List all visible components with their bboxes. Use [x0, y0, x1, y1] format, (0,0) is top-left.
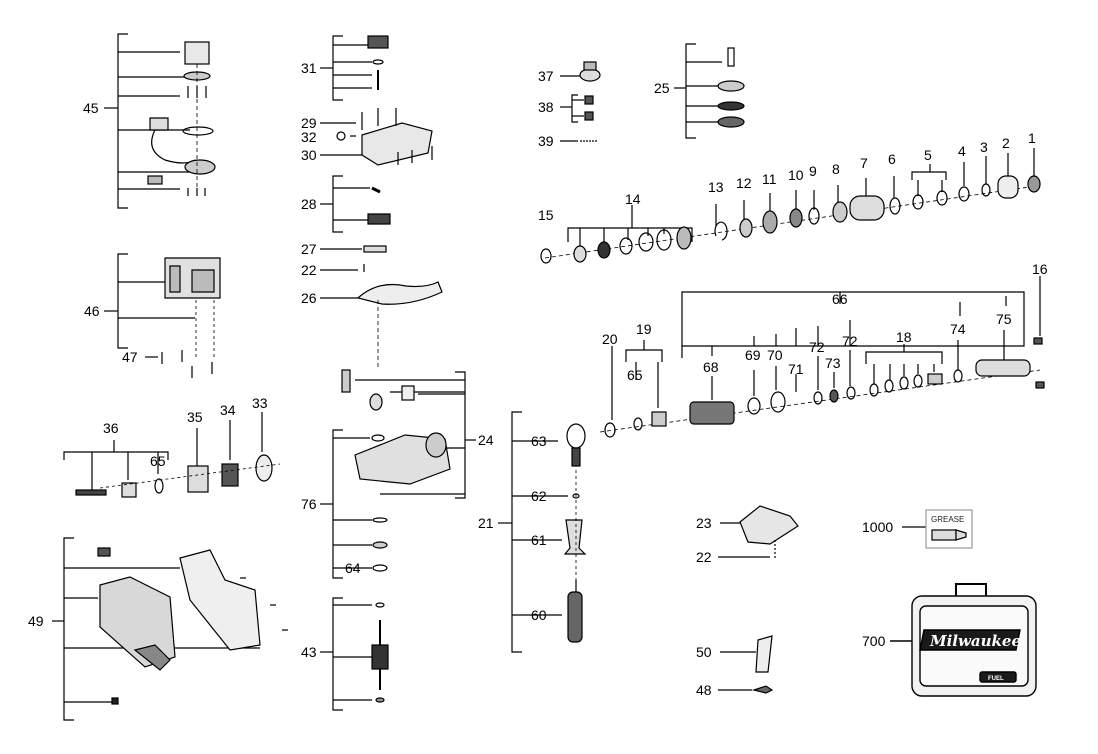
callout-76: 76	[301, 496, 317, 512]
callout-1: 1	[1028, 130, 1036, 146]
callout-14: 14	[625, 191, 641, 207]
grease-pack	[902, 509, 973, 549]
callout-35: 35	[187, 409, 203, 425]
callout-23: 23	[696, 515, 712, 531]
callout-69: 69	[745, 347, 761, 363]
carry-case	[890, 583, 1037, 697]
assembly-46	[104, 253, 221, 378]
callout-38: 38	[538, 99, 554, 115]
callout-68: 68	[703, 359, 719, 375]
callout-72b: 72	[842, 333, 858, 349]
callout-36: 36	[103, 420, 119, 436]
parts-27-22-26	[320, 245, 443, 370]
callout-66: 66	[832, 291, 848, 307]
callout-8: 8	[832, 161, 840, 177]
callout-22a: 22	[301, 262, 317, 278]
callout-39: 39	[538, 133, 554, 149]
callout-71: 71	[788, 361, 804, 377]
parts-37-38-39	[560, 61, 601, 142]
callout-7: 7	[860, 155, 868, 171]
case-fuel-badge: FUEL	[988, 676, 1004, 682]
callout-75: 75	[996, 311, 1012, 327]
assembly-28	[320, 175, 391, 233]
callout-19: 19	[636, 321, 652, 337]
parts-50-48	[718, 635, 774, 694]
grease-label: GREASE	[931, 515, 964, 524]
callout-700: 700	[862, 633, 886, 649]
callout-4: 4	[958, 143, 966, 159]
callout-16: 16	[1032, 261, 1048, 277]
callout-28: 28	[301, 196, 317, 212]
callout-12: 12	[736, 175, 752, 191]
callout-18: 18	[896, 329, 912, 345]
assembly-43	[320, 597, 389, 711]
callout-70: 70	[767, 347, 783, 363]
assembly-29-30-32	[320, 108, 433, 166]
callout-10: 10	[788, 167, 804, 183]
callout-63: 63	[531, 433, 547, 449]
case-brand-logo: Milwaukee	[929, 632, 1021, 650]
assembly-31	[320, 35, 389, 101]
callout-32: 32	[301, 129, 317, 145]
parts-23-22	[718, 505, 799, 560]
callout-43: 43	[301, 644, 317, 660]
assembly-66	[599, 276, 1045, 438]
assembly-24	[341, 369, 476, 499]
callout-61: 61	[531, 532, 547, 548]
callout-29: 29	[301, 115, 317, 131]
callout-72a: 72	[809, 339, 825, 355]
callout-50: 50	[696, 644, 712, 660]
assembly-25	[674, 43, 745, 139]
callout-5: 5	[924, 147, 932, 163]
callout-11: 11	[762, 171, 777, 187]
assembly-76	[320, 429, 388, 579]
callout-62: 62	[531, 488, 547, 504]
callout-24: 24	[478, 432, 494, 448]
callout-46: 46	[84, 303, 100, 319]
callout-49: 49	[28, 613, 44, 629]
callout-21: 21	[478, 515, 494, 531]
assembly-spindle	[540, 148, 1041, 264]
callout-3: 3	[980, 139, 988, 155]
callout-25: 25	[654, 80, 670, 96]
callout-73: 73	[825, 355, 841, 371]
assembly-45	[104, 33, 216, 209]
callout-65a: 65	[150, 453, 166, 469]
callout-34: 34	[220, 402, 236, 418]
callout-37: 37	[538, 68, 554, 84]
callout-9: 9	[809, 163, 817, 179]
assembly-49	[52, 537, 288, 721]
callout-48: 48	[696, 682, 712, 698]
callout-64: 64	[345, 560, 361, 576]
callout-20: 20	[602, 331, 618, 347]
callout-60: 60	[531, 607, 547, 623]
callout-13: 13	[708, 179, 724, 195]
callout-2: 2	[1002, 135, 1010, 151]
callout-27: 27	[301, 241, 317, 257]
callout-1000: 1000	[862, 519, 893, 535]
callout-47: 47	[122, 349, 138, 365]
callout-30: 30	[301, 147, 317, 163]
callout-26: 26	[301, 290, 317, 306]
callout-74: 74	[950, 321, 966, 337]
callout-33: 33	[252, 395, 268, 411]
assembly-36	[63, 412, 281, 498]
assembly-21	[498, 411, 587, 653]
callout-31: 31	[301, 60, 317, 76]
callout-65b: 65	[627, 367, 643, 383]
callout-45: 45	[83, 100, 99, 116]
callout-15: 15	[538, 207, 554, 223]
callout-6: 6	[888, 151, 896, 167]
callout-22b: 22	[696, 549, 712, 565]
